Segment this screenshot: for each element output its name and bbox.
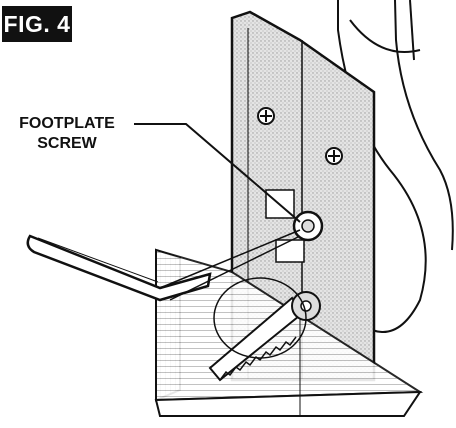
upper-screw xyxy=(257,107,275,125)
hex-key xyxy=(26,229,301,302)
blade-clamp xyxy=(213,277,321,359)
figure-label: FIG. 4 xyxy=(2,6,72,42)
callout-leader xyxy=(134,123,301,223)
callout-line-2: SCREW xyxy=(37,135,97,152)
callout-footplate-screw: FOOTPLATE SCREW xyxy=(4,114,130,154)
upper-screw xyxy=(325,147,343,165)
callout-line-1: FOOTPLATE xyxy=(19,115,115,132)
